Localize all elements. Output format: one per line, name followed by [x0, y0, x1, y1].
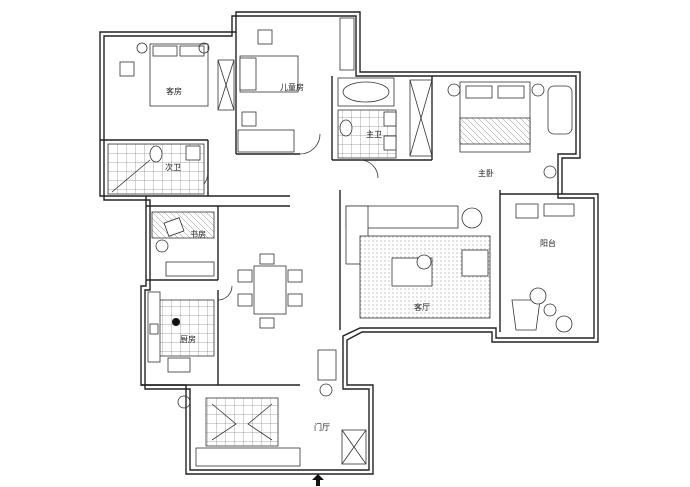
room-label-kitchen: 厨房 — [180, 334, 196, 344]
lamp-icon — [531, 83, 545, 97]
shoe-cabinet — [195, 447, 301, 467]
small-cabinet — [241, 111, 257, 127]
room-label-guest: 客房 — [166, 86, 182, 96]
balcony — [511, 203, 575, 333]
desk-chair — [119, 61, 135, 77]
bathtub — [337, 77, 395, 107]
outer-walls — [99, 11, 599, 475]
plant-icon — [543, 165, 557, 179]
room-label-living: 客厅 — [414, 302, 430, 312]
stove — [167, 357, 191, 373]
plant-icon — [155, 239, 169, 253]
armchair — [547, 85, 573, 135]
wardrobe — [237, 129, 295, 153]
master-bath — [337, 77, 397, 159]
bookshelf — [165, 261, 215, 277]
side-table — [461, 207, 483, 229]
lamp-icon — [136, 42, 148, 54]
room-label-master-bath: 主卫 — [366, 129, 382, 139]
room-label-master-bedroom: 主卧 — [478, 168, 494, 178]
kids-room — [237, 17, 355, 153]
foyer — [177, 349, 367, 486]
study-chair — [163, 217, 185, 237]
lamp-icon — [447, 83, 461, 97]
balcony-chair — [529, 287, 547, 305]
balcony-table — [543, 303, 557, 317]
armchair — [461, 249, 489, 277]
room-label-guest-bath: 次卫 — [165, 162, 181, 172]
interior-walls — [100, 32, 562, 386]
plant-icon — [319, 383, 333, 397]
toilet-icon — [339, 119, 353, 137]
living-room — [345, 205, 491, 319]
study — [151, 211, 215, 277]
dining-set — [237, 253, 303, 329]
plant-icon — [177, 395, 191, 409]
room-label-kids: 儿童房 — [280, 82, 304, 92]
lamp-icon — [198, 42, 210, 54]
doors — [187, 59, 433, 301]
dining-table — [253, 265, 287, 315]
master-bedroom — [447, 81, 573, 179]
kids-chair — [257, 29, 273, 45]
sink-icon — [172, 318, 180, 326]
washer — [515, 203, 539, 219]
toilet-icon — [149, 145, 163, 163]
entrance-arrow-icon — [312, 474, 324, 486]
room-label-balcony: 阳台 — [540, 238, 556, 248]
guest-bath — [107, 143, 205, 195]
room-label-study: 书房 — [190, 229, 206, 239]
balcony-chair — [555, 315, 573, 333]
guest-room — [119, 42, 210, 107]
room-label-foyer: 门厅 — [314, 422, 330, 432]
kitchen — [147, 291, 215, 373]
